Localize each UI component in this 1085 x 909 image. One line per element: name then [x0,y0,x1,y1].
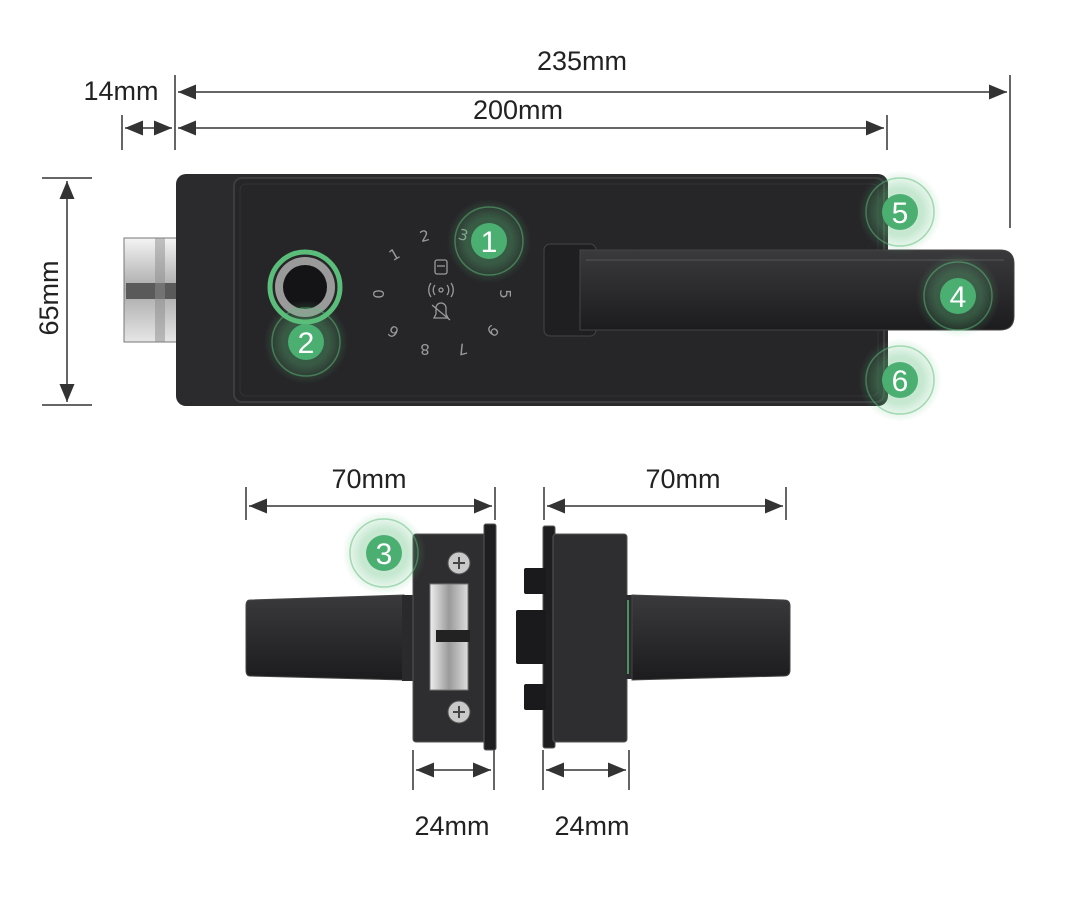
front-handle [543,243,1015,337]
side-view-outer [245,523,497,751]
side-handle-left [245,594,405,681]
callout-number: 6 [892,365,909,398]
callout-6: 6 [858,338,942,422]
inner-pin-top [524,568,546,594]
callout-2: 2 [264,300,348,384]
fingerprint-sensor [283,265,327,309]
inner-pin-bottom [524,684,546,710]
side-handle-neck-right [626,595,634,679]
dim-label-235: 235mm [537,46,627,76]
cylinder-groove [155,238,165,342]
bottom-dimensions: 70mm 70mm 24mm 24mm [245,464,787,841]
dim-label-200: 200mm [473,95,563,125]
callout-number: 3 [376,538,393,571]
height-dimension: 65mm [34,177,92,406]
dim-label-24-right: 24mm [554,811,629,841]
dim-label-70-right: 70mm [645,464,720,494]
dim-label-14: 14mm [83,76,158,106]
side-handle-right [631,594,791,681]
callout-5: 5 [858,170,942,254]
handle-lever [579,249,1015,331]
keypad-key: 7 [455,339,469,359]
cylinder-slot [126,283,176,299]
callout-3: 3 [342,511,426,595]
side-handle-neck-left [402,595,414,681]
nfc-icon [428,282,454,298]
callout-number: 2 [298,327,315,360]
keypad-key: 0 [370,289,388,299]
keypad-key: 2 [418,226,432,246]
dim-label-65: 65mm [34,260,64,335]
inner-spindle [516,610,546,664]
bell-icon [431,302,451,321]
inner-body [552,533,628,743]
doorbell-icon [434,259,448,275]
side-cylinder-slot [436,630,470,642]
outer-faceplate [483,523,497,751]
dim-label-24-left: 24mm [414,811,489,841]
dim-label-70-left: 70mm [331,464,406,494]
callout-number: 1 [481,226,498,259]
screw-icon [447,700,471,724]
callout-4: 4 [916,254,1000,338]
callout-1: 1 [447,199,531,283]
keypad-key: 8 [420,340,430,358]
callout-number: 4 [950,281,967,314]
keypad-key: 5 [496,289,514,299]
callout-number: 5 [892,197,909,230]
screw-icon [447,551,471,575]
side-view-inner [516,525,791,749]
top-dimensions: 235mm 200mm 14mm [83,46,1011,228]
front-view-lock: 1 2 3 0 5 6 8 7 9 [123,174,1015,406]
